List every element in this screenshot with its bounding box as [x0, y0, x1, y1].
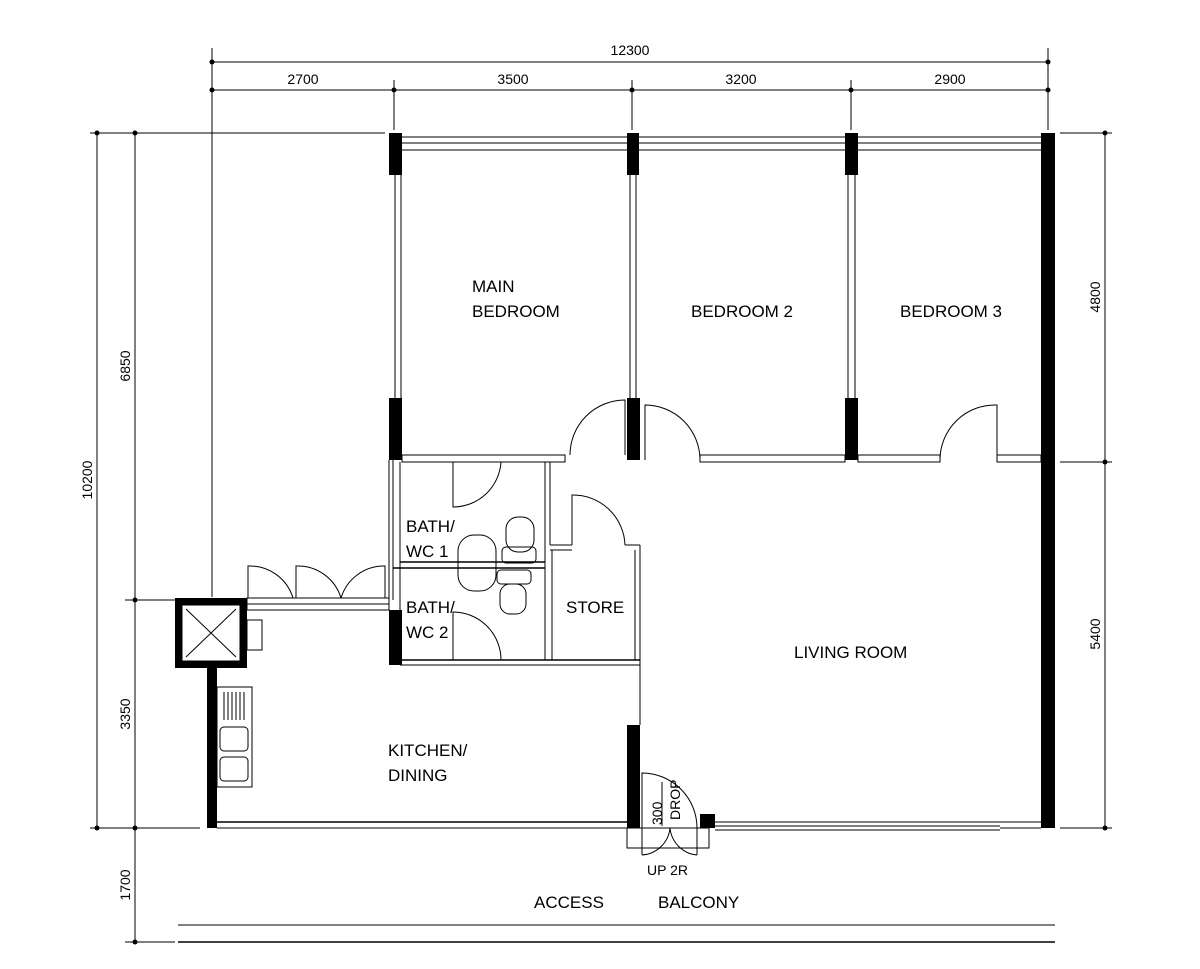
left-dimension-lines: [90, 130, 385, 945]
right-dimension-lines: [1060, 130, 1112, 831]
store-label: STORE: [566, 598, 624, 617]
access-label: ACCESS: [534, 893, 604, 912]
main-bedroom-label-2: BEDROOM: [472, 302, 560, 321]
toilets: [457, 516, 537, 615]
bath1-label-2: WC 1: [406, 542, 449, 561]
walls: [175, 133, 1055, 943]
dim-top-4: 2900: [934, 71, 965, 87]
dim-left-2: 3350: [117, 698, 133, 729]
dim-top-2: 3500: [497, 71, 528, 87]
drop-value: 300: [649, 801, 665, 825]
kitchen-label: KITCHEN/: [388, 741, 468, 760]
dim-left-3: 1700: [117, 869, 133, 900]
drop-label: DROP: [667, 780, 683, 820]
bedroom2-label: BEDROOM 2: [691, 302, 793, 321]
living-room-label: LIVING ROOM: [794, 643, 907, 662]
balcony-label: BALCONY: [658, 893, 739, 912]
dim-top-3: 3200: [725, 71, 756, 87]
drainboard: [223, 692, 245, 720]
steps-label: UP 2R: [647, 862, 688, 878]
bath2-label-2: WC 2: [406, 623, 449, 642]
dim-top-1: 2700: [287, 71, 318, 87]
dim-left-total: 10200: [79, 460, 95, 499]
dining-label: DINING: [388, 766, 448, 785]
dim-right-2: 5400: [1087, 618, 1103, 649]
dim-left-1: 6850: [117, 350, 133, 381]
doors: [247, 399, 998, 856]
main-bedroom-label: MAIN: [472, 277, 515, 296]
dim-right-1: 4800: [1087, 281, 1103, 312]
bedroom3-label: BEDROOM 3: [900, 302, 1002, 321]
dim-top-total: 12300: [611, 42, 650, 58]
bath2-label: BATH/: [406, 598, 455, 617]
top-dimension-lines: [209, 48, 1051, 597]
bath1-label: BATH/: [406, 517, 455, 536]
